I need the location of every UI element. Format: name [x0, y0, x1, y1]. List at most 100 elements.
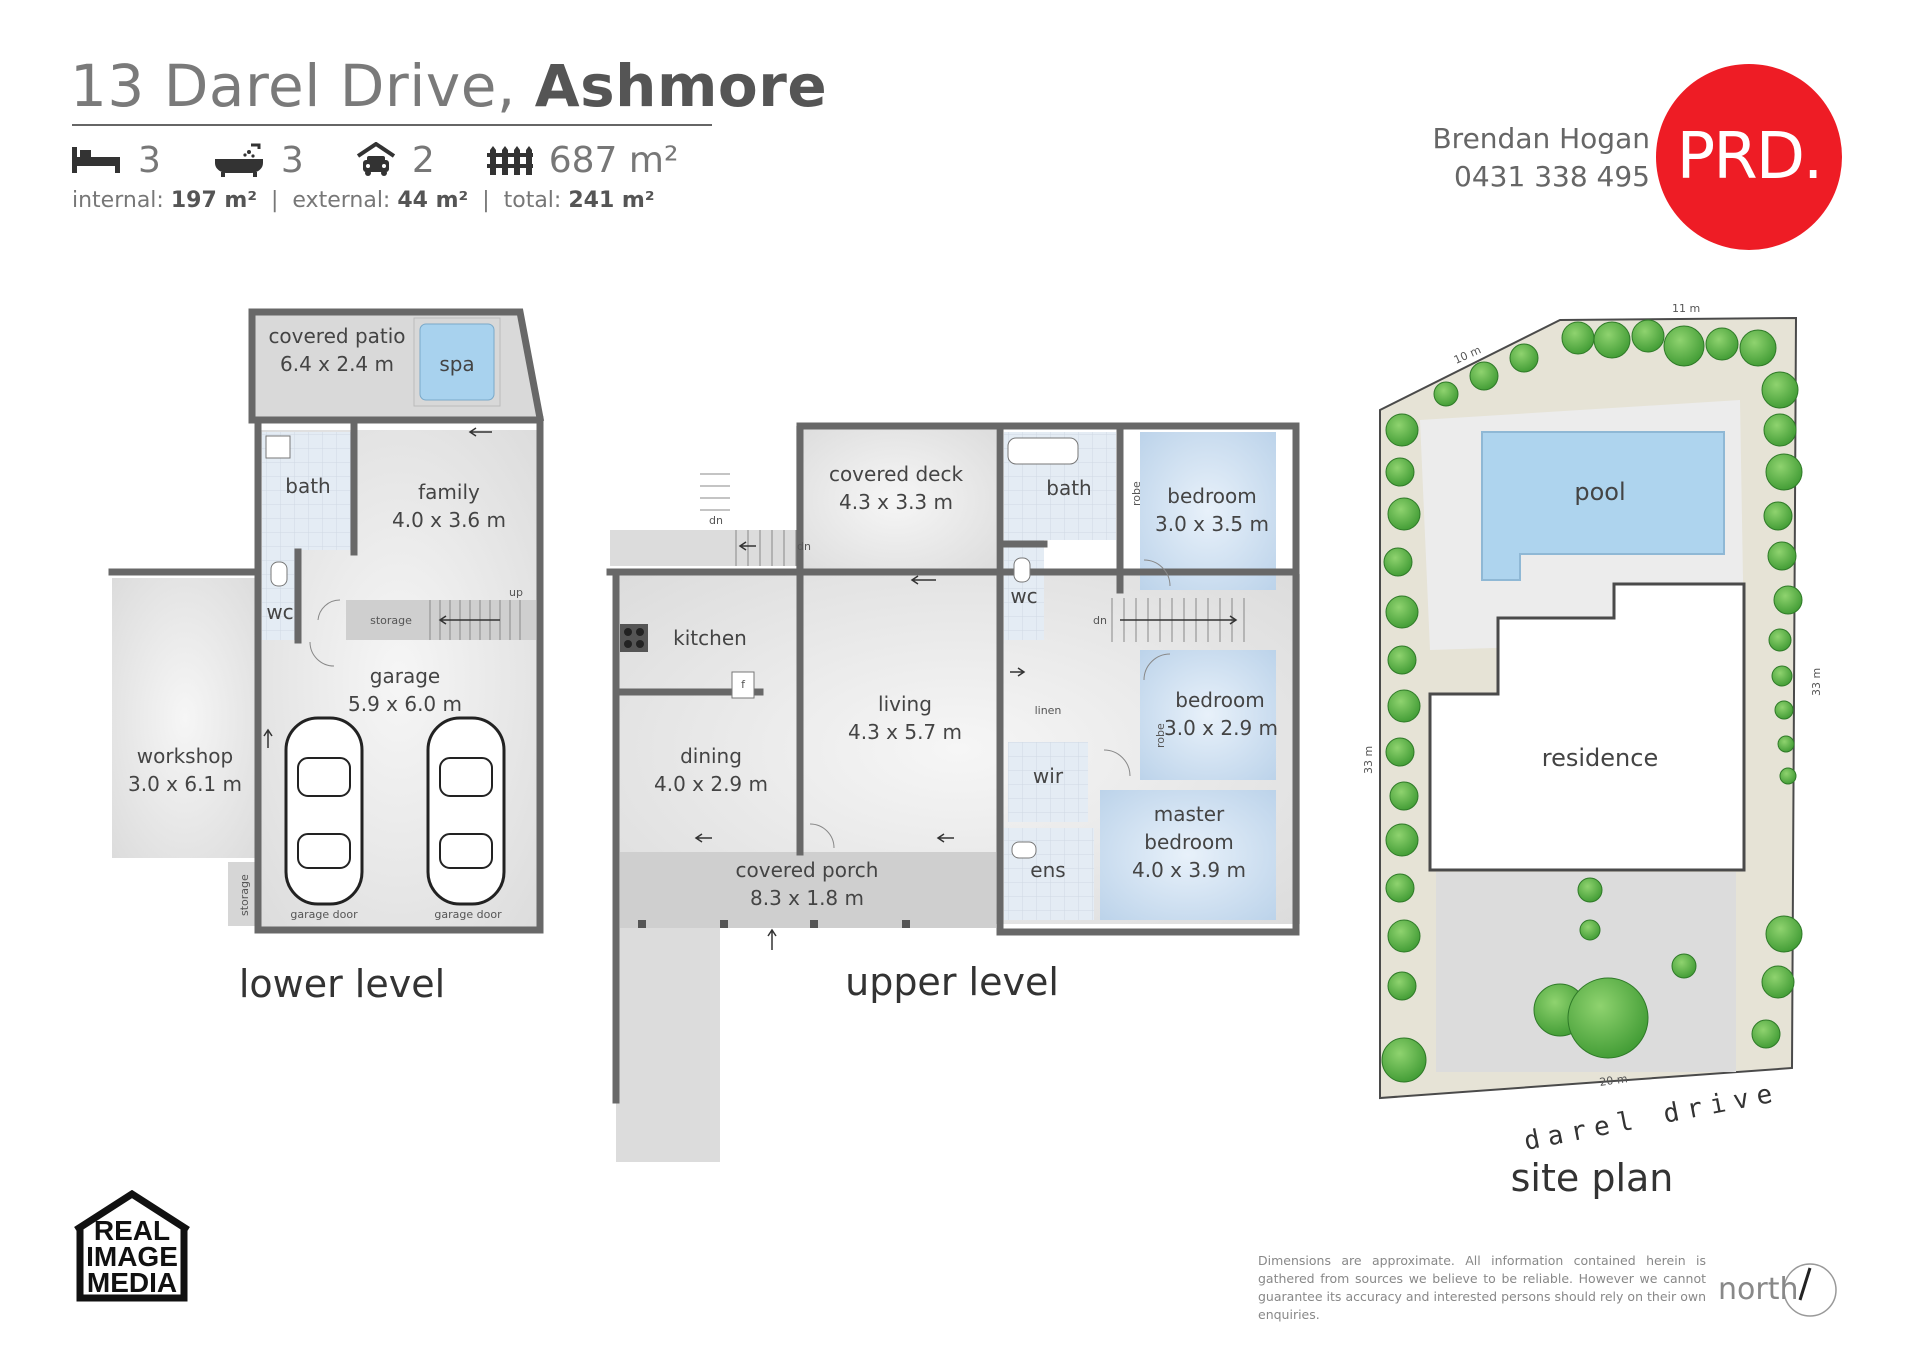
- land-stat: 687 m²: [486, 140, 678, 181]
- arrow-icon: [767, 928, 777, 950]
- fridge-label: f: [741, 678, 745, 691]
- bedroom-stat: 3: [72, 140, 161, 181]
- room-dims: 5.9 x 6.0 m: [347, 692, 462, 716]
- bathroom-stat: 3: [213, 140, 304, 181]
- north-arrow-line: [1798, 1267, 1812, 1301]
- fridge-icon: [731, 671, 755, 699]
- room-name: bedroom: [1167, 484, 1257, 508]
- workshop-floor: [112, 578, 258, 858]
- storage-room-floor: [228, 862, 258, 926]
- upper-toilet-icon: [1013, 557, 1031, 583]
- upper-bath-label: bath: [1046, 476, 1092, 500]
- site-plan-caption: site plan: [1510, 1156, 1674, 1200]
- room-dims: 4.0 x 3.6 m: [391, 508, 506, 532]
- covered-porch-floor: [620, 852, 996, 928]
- stairs-dn-label: dn: [797, 540, 811, 553]
- pool: [1481, 431, 1725, 581]
- upper-wc-floor: [1004, 540, 1044, 640]
- stairs-up-label: up: [509, 586, 523, 599]
- internal-label: internal:: [72, 188, 164, 213]
- pool-label: pool: [1574, 478, 1626, 506]
- room-name: dining: [680, 744, 742, 768]
- room-dims: 4.0 x 3.9 m: [1131, 858, 1246, 882]
- disclaimer-text: Dimensions are approximate. All informat…: [1258, 1253, 1706, 1322]
- garage-door-label: garage door: [434, 908, 502, 921]
- room-name: living: [878, 692, 932, 716]
- arrow-icon: [1120, 615, 1238, 625]
- property-stats: 3 3 2 687 m²: [72, 136, 730, 184]
- upper-wc-label: wc: [1010, 584, 1038, 608]
- storage-label: storage: [238, 874, 251, 916]
- room-dims: 3.0 x 2.9 m: [1164, 716, 1279, 740]
- suburb-name: Ashmore: [534, 52, 828, 120]
- bedroom-1-label: bedroom 3.0 x 3.5 m: [1152, 482, 1272, 538]
- arrow-icon: [468, 427, 492, 437]
- room-dims: 8.3 x 1.8 m: [749, 886, 864, 910]
- arrow-icon: [1010, 667, 1026, 677]
- lower-basin-icon: [265, 435, 291, 459]
- bathtub-icon: [214, 143, 263, 177]
- separator: |: [482, 188, 490, 213]
- family-label: family 4.0 x 3.6 m: [364, 478, 534, 534]
- wir-label: wir: [1032, 764, 1064, 788]
- door-swing: [1143, 653, 1171, 681]
- bedroom-2-label: bedroom 3.0 x 2.9 m: [1164, 686, 1279, 742]
- arrow-icon: [694, 833, 712, 843]
- residence-footprint: [1428, 582, 1746, 872]
- ens-toilet-icon: [1011, 841, 1037, 859]
- lower-walls: [108, 308, 545, 934]
- lower-toilet-icon: [270, 561, 288, 587]
- separator: |: [270, 188, 279, 213]
- car-count: 2: [411, 139, 435, 181]
- bedroom-count: 3: [138, 139, 161, 181]
- room-name: family: [418, 480, 480, 504]
- fence-icon: [486, 146, 533, 175]
- bathroom-count: 3: [280, 139, 304, 181]
- residence-label: residence: [1541, 744, 1659, 772]
- car-right: [426, 716, 506, 906]
- room-name: covered porch: [735, 858, 879, 882]
- arrow-icon: [910, 575, 936, 585]
- bathtub-fixture: [1007, 437, 1079, 465]
- door-swing: [809, 823, 835, 849]
- compass-icon: [1783, 1263, 1837, 1317]
- arrow-icon: [936, 833, 954, 843]
- linen-label: linen: [1034, 704, 1062, 717]
- spa-water: [419, 323, 495, 401]
- car-left: [284, 716, 364, 906]
- room-name: covered deck: [828, 462, 964, 486]
- room-dims: 3.0 x 3.5 m: [1154, 512, 1269, 536]
- garage-door-label: garage door: [290, 908, 358, 921]
- prd-logo: PRD.: [1656, 64, 1842, 250]
- upper-level-plan: [606, 422, 1300, 1162]
- lower-wc-label: wc: [266, 600, 294, 624]
- lower-level-plan: [108, 308, 545, 934]
- agent-name: Brendan Hogan: [1432, 122, 1650, 155]
- room-name: bedroom: [1144, 830, 1234, 854]
- cooktop-icon: [620, 624, 648, 652]
- rim-logo-line2: IMAGE: [86, 1241, 178, 1272]
- internal-value: 197 m²: [170, 188, 257, 213]
- robe-label: robe: [1130, 481, 1143, 506]
- door-swing: [1103, 749, 1131, 777]
- real-image-media-logo: REAL IMAGE MEDIA: [74, 1190, 190, 1302]
- upper-level-caption: upper level: [845, 960, 1059, 1004]
- title-divider: [72, 124, 712, 126]
- arrow-icon: [738, 541, 756, 551]
- total-value: 241 m²: [568, 188, 655, 213]
- wir-floor: [1008, 742, 1088, 822]
- lower-level-caption: lower level: [238, 962, 446, 1006]
- room-name: bedroom: [1175, 688, 1265, 712]
- rim-logo-line1: REAL: [94, 1215, 170, 1246]
- site-dim-left: 33 m: [1362, 746, 1375, 774]
- site-dim-top: 11 m: [1672, 302, 1700, 315]
- arrow-icon: [263, 728, 273, 748]
- street-name-label: darel drive: [1522, 1078, 1783, 1157]
- covered-porch-label: covered porch 8.3 x 1.8 m: [712, 856, 902, 912]
- room-dims: 4.0 x 2.9 m: [653, 772, 768, 796]
